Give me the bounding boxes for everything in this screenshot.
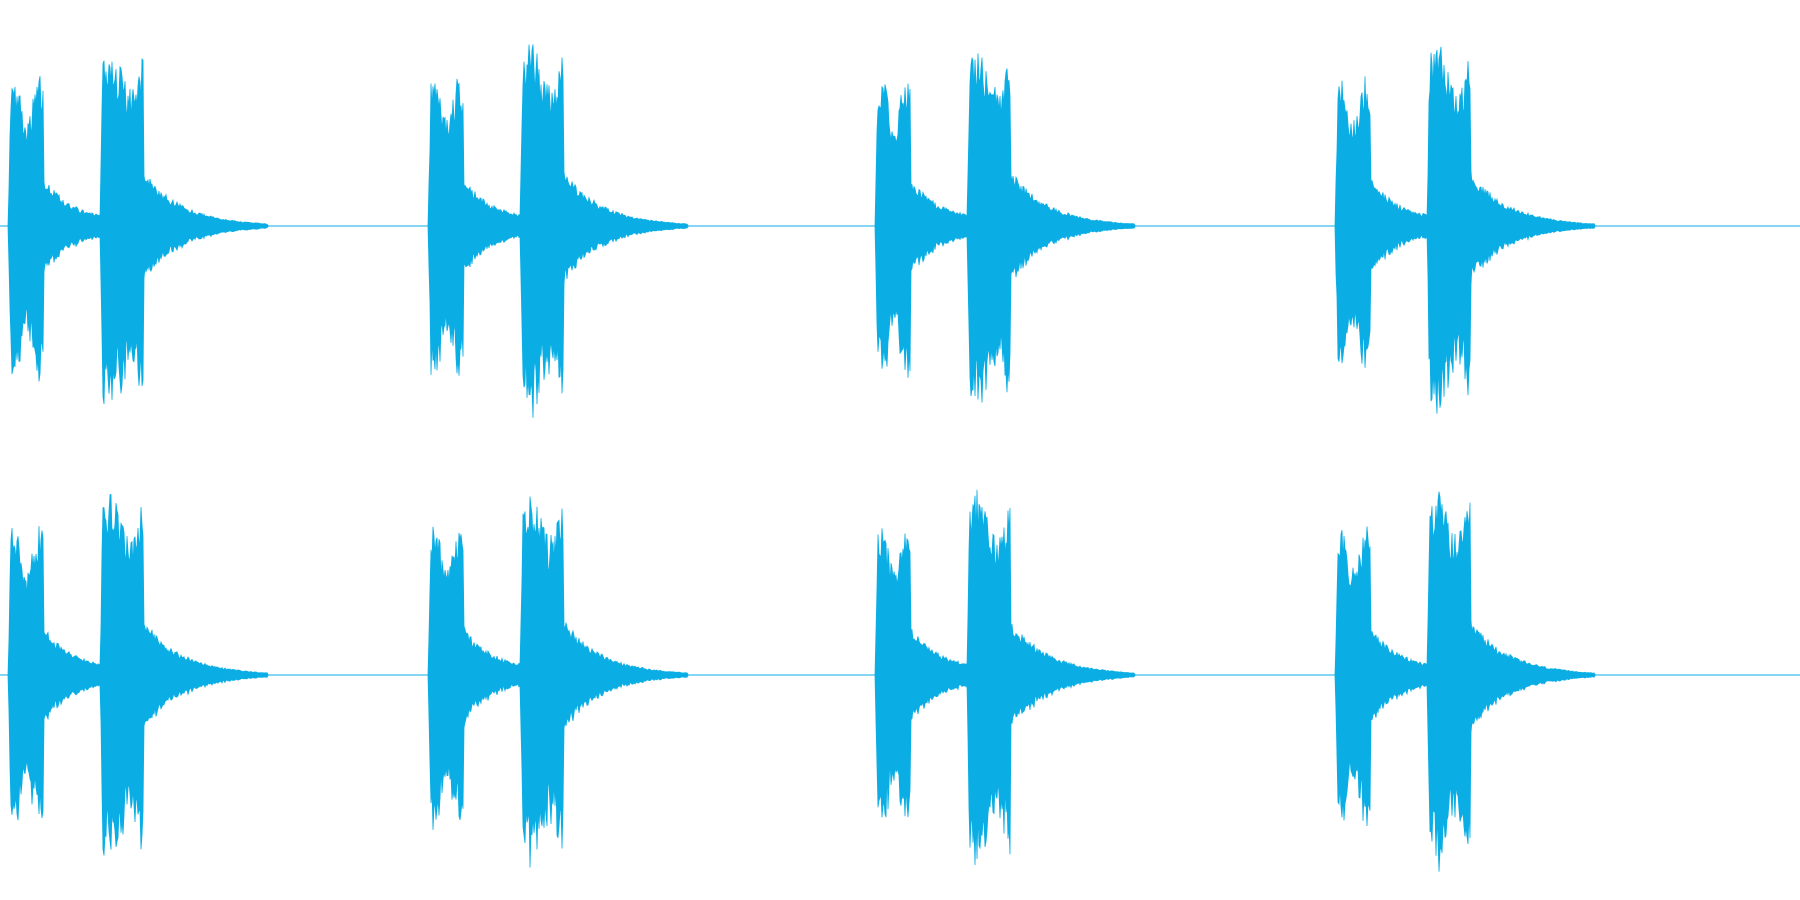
- waveform-chirp-group-2: [427, 44, 689, 418]
- waveform-chirp-group-3: [874, 489, 1136, 866]
- waveform-chirp-group-2: [427, 496, 689, 868]
- waveform-chirp-group-4: [1334, 491, 1596, 872]
- waveform-channel-top: [0, 44, 1800, 418]
- waveform-channel-bottom: [0, 489, 1800, 872]
- waveform-chirp-group-4: [1334, 46, 1596, 414]
- waveform-chirp-group-1: [7, 494, 269, 856]
- waveform-chirp-group-3: [874, 53, 1136, 403]
- waveform-chirp-group-1: [7, 58, 269, 405]
